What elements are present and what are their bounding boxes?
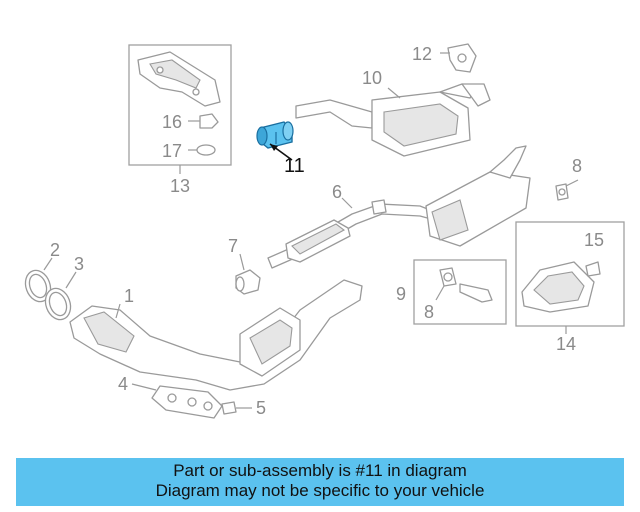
- group-box-9: [413, 259, 507, 325]
- callout-2: 2: [50, 240, 60, 260]
- callout-10: 10: [362, 68, 382, 88]
- part-3-gasket: [44, 271, 77, 321]
- part-16-clip: [188, 113, 219, 129]
- part-4-flange-gasket: [131, 383, 223, 419]
- part-10-rear-muffler: [295, 83, 491, 157]
- group-box-14: [515, 221, 625, 334]
- callout-12: 12: [412, 44, 432, 64]
- callout-3: 3: [74, 254, 84, 274]
- callout-16: 16: [162, 112, 182, 132]
- callout-9: 9: [396, 284, 406, 304]
- part-5-bolt: [221, 401, 252, 415]
- callout-14: 14: [556, 334, 576, 354]
- group-box-13: [128, 44, 232, 174]
- info-banner: Part or sub-assembly is #11 in diagram D…: [16, 458, 624, 506]
- callout-11: 11: [284, 155, 305, 177]
- part-7-clamp: [235, 253, 261, 295]
- part-12-hanger: [440, 43, 477, 73]
- part-2-gasket: [24, 257, 53, 303]
- part-17-nut: [188, 144, 216, 156]
- banner-line-2: Diagram may not be specific to your vehi…: [155, 481, 485, 500]
- callout-13: 13: [170, 176, 190, 196]
- banner-line-1: Part or sub-assembly is #11 in diagram: [173, 461, 467, 480]
- part-6-intermediate-pipe: [267, 145, 531, 269]
- part-11-clamp-highlighted: [256, 121, 294, 161]
- callout-8: 8: [572, 156, 582, 176]
- callout-6: 6: [332, 182, 342, 202]
- part-1-front-pipe-catalyst: [69, 279, 363, 391]
- callout-5: 5: [256, 398, 266, 418]
- callout-7: 7: [228, 236, 238, 256]
- callout-8-box9: 8: [424, 302, 434, 322]
- callout-1: 1: [124, 286, 134, 306]
- callout-15: 15: [584, 230, 604, 250]
- part-8-isolator-upper: [555, 179, 579, 201]
- callout-17: 17: [162, 141, 182, 161]
- callout-4: 4: [118, 374, 128, 394]
